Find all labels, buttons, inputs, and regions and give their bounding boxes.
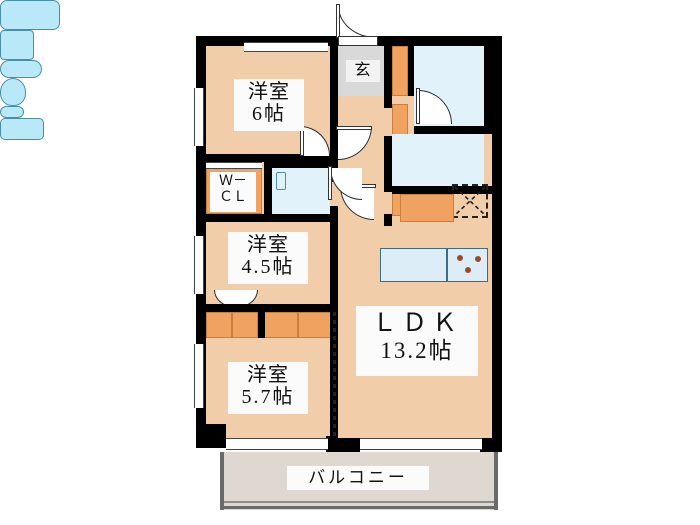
- exterior-wall-bottom-center: [326, 436, 360, 452]
- toilet-wall-left: [264, 160, 272, 222]
- toilet-wall-top: [264, 160, 338, 168]
- bedroom-2-name: 洋室: [247, 234, 289, 256]
- bedroom-2-window-left: [194, 236, 204, 294]
- bedroom-3-window-left: [194, 344, 204, 408]
- toilet-paper-holder-icon: [0, 106, 24, 118]
- bedroom-3-name: 洋室: [247, 364, 289, 386]
- washbasin-icon: [0, 60, 42, 78]
- balcony-rail-inner: [220, 501, 498, 503]
- bathtub-icon: [0, 0, 60, 30]
- bedroom-1-wall-right: [330, 46, 338, 160]
- wcl-line-2: ＣＬ: [219, 190, 247, 206]
- toilet-icon: [0, 78, 26, 106]
- corridor-wall-right-lower: [384, 136, 392, 192]
- kitchen-counter-divider: [446, 248, 448, 282]
- bedroom-1-window-top: [244, 42, 328, 52]
- washroom-wall-bottom-right: [446, 186, 492, 194]
- bedroom-3-closet-left-b: [232, 312, 258, 338]
- bedroom-1-window-left: [194, 88, 204, 146]
- entrance-threshold: [338, 36, 378, 46]
- closet-divider-wall: [258, 304, 265, 340]
- washroom-floor: [392, 134, 484, 190]
- bedroom-2-label: 洋室 4.5帖: [228, 232, 308, 284]
- bedroom-3-closet-mid-b: [298, 312, 332, 338]
- walk-in-closet-label: Ｗ－ ＣＬ: [210, 172, 256, 212]
- entrance-door-leaf[interactable]: [336, 4, 340, 38]
- bedroom-3-closet-left-a: [206, 312, 232, 338]
- bedroom-2-wall-right: [330, 222, 338, 304]
- balcony-rail-outer: [220, 506, 498, 509]
- ldk-sliding-partition[interactable]: [333, 312, 336, 438]
- ldk-balcony-window[interactable]: [360, 438, 482, 450]
- ldk-size: 13.2帖: [380, 338, 454, 363]
- bedroom-3-label: 洋室 5.7帖: [228, 362, 308, 414]
- entrance-door-arc[interactable]: [338, 6, 376, 38]
- genkan-label: 玄: [346, 60, 380, 82]
- washroom-wall-bottom: [392, 186, 446, 194]
- bathroom-door-leaf[interactable]: [416, 88, 420, 124]
- shoe-cabinet-wall-right: [408, 46, 414, 96]
- bedroom-1-name: 洋室: [248, 81, 290, 103]
- wcl-shelf-line: [206, 162, 262, 169]
- bedroom-1-size: 6帖: [252, 103, 286, 126]
- exterior-wall-bottom-left: [196, 424, 226, 448]
- ldk-label: ＬＤＫ 13.2帖: [356, 306, 478, 376]
- corridor-wall-right-upper: [384, 46, 392, 98]
- corridor-wall-right-bottom: [384, 214, 392, 228]
- kitchen-sink-icon: [0, 118, 44, 140]
- vanity-mirror-icon: [0, 30, 34, 60]
- ldk-name: ＬＤＫ: [371, 310, 462, 337]
- kitchen-counter: [380, 248, 488, 282]
- kitchen-base-cabinet: [400, 194, 454, 222]
- bedroom-1-label: 洋室 6帖: [234, 79, 304, 131]
- toilet-door-leaf[interactable]: [328, 166, 332, 200]
- corridor-cabinet-upper: [392, 104, 408, 136]
- balcony-wall-right: [494, 452, 498, 510]
- bedroom-3-balcony-window[interactable]: [226, 438, 328, 450]
- wcl-wall-bottom: [196, 214, 266, 222]
- bedroom-2-size: 4.5帖: [241, 256, 295, 279]
- bedroom-3-size: 5.7帖: [241, 386, 295, 409]
- gas-stove-icon: [452, 250, 488, 280]
- exterior-wall-right: [492, 36, 502, 448]
- bedroom-3-closet-mid-a: [264, 312, 298, 338]
- corridor-wall-right-mid: [384, 96, 392, 108]
- toilet-tank-icon: [276, 172, 286, 190]
- hall-door-leaf-1[interactable]: [336, 126, 372, 130]
- closet-band-wall-top: [196, 304, 338, 312]
- shoe-cabinet: [392, 46, 408, 96]
- bedroom-1-wall-bottom: [206, 154, 338, 162]
- balcony-label: バルコニー: [287, 466, 429, 490]
- bathroom-wall-right-strip: [484, 46, 492, 128]
- bathroom-wall-bottom: [414, 126, 492, 134]
- washing-machine-space-icon: [452, 184, 488, 218]
- wcl-line-1: Ｗ－: [219, 174, 247, 189]
- toilet-wall-bottom: [264, 214, 338, 222]
- balcony-wall-left: [220, 452, 224, 510]
